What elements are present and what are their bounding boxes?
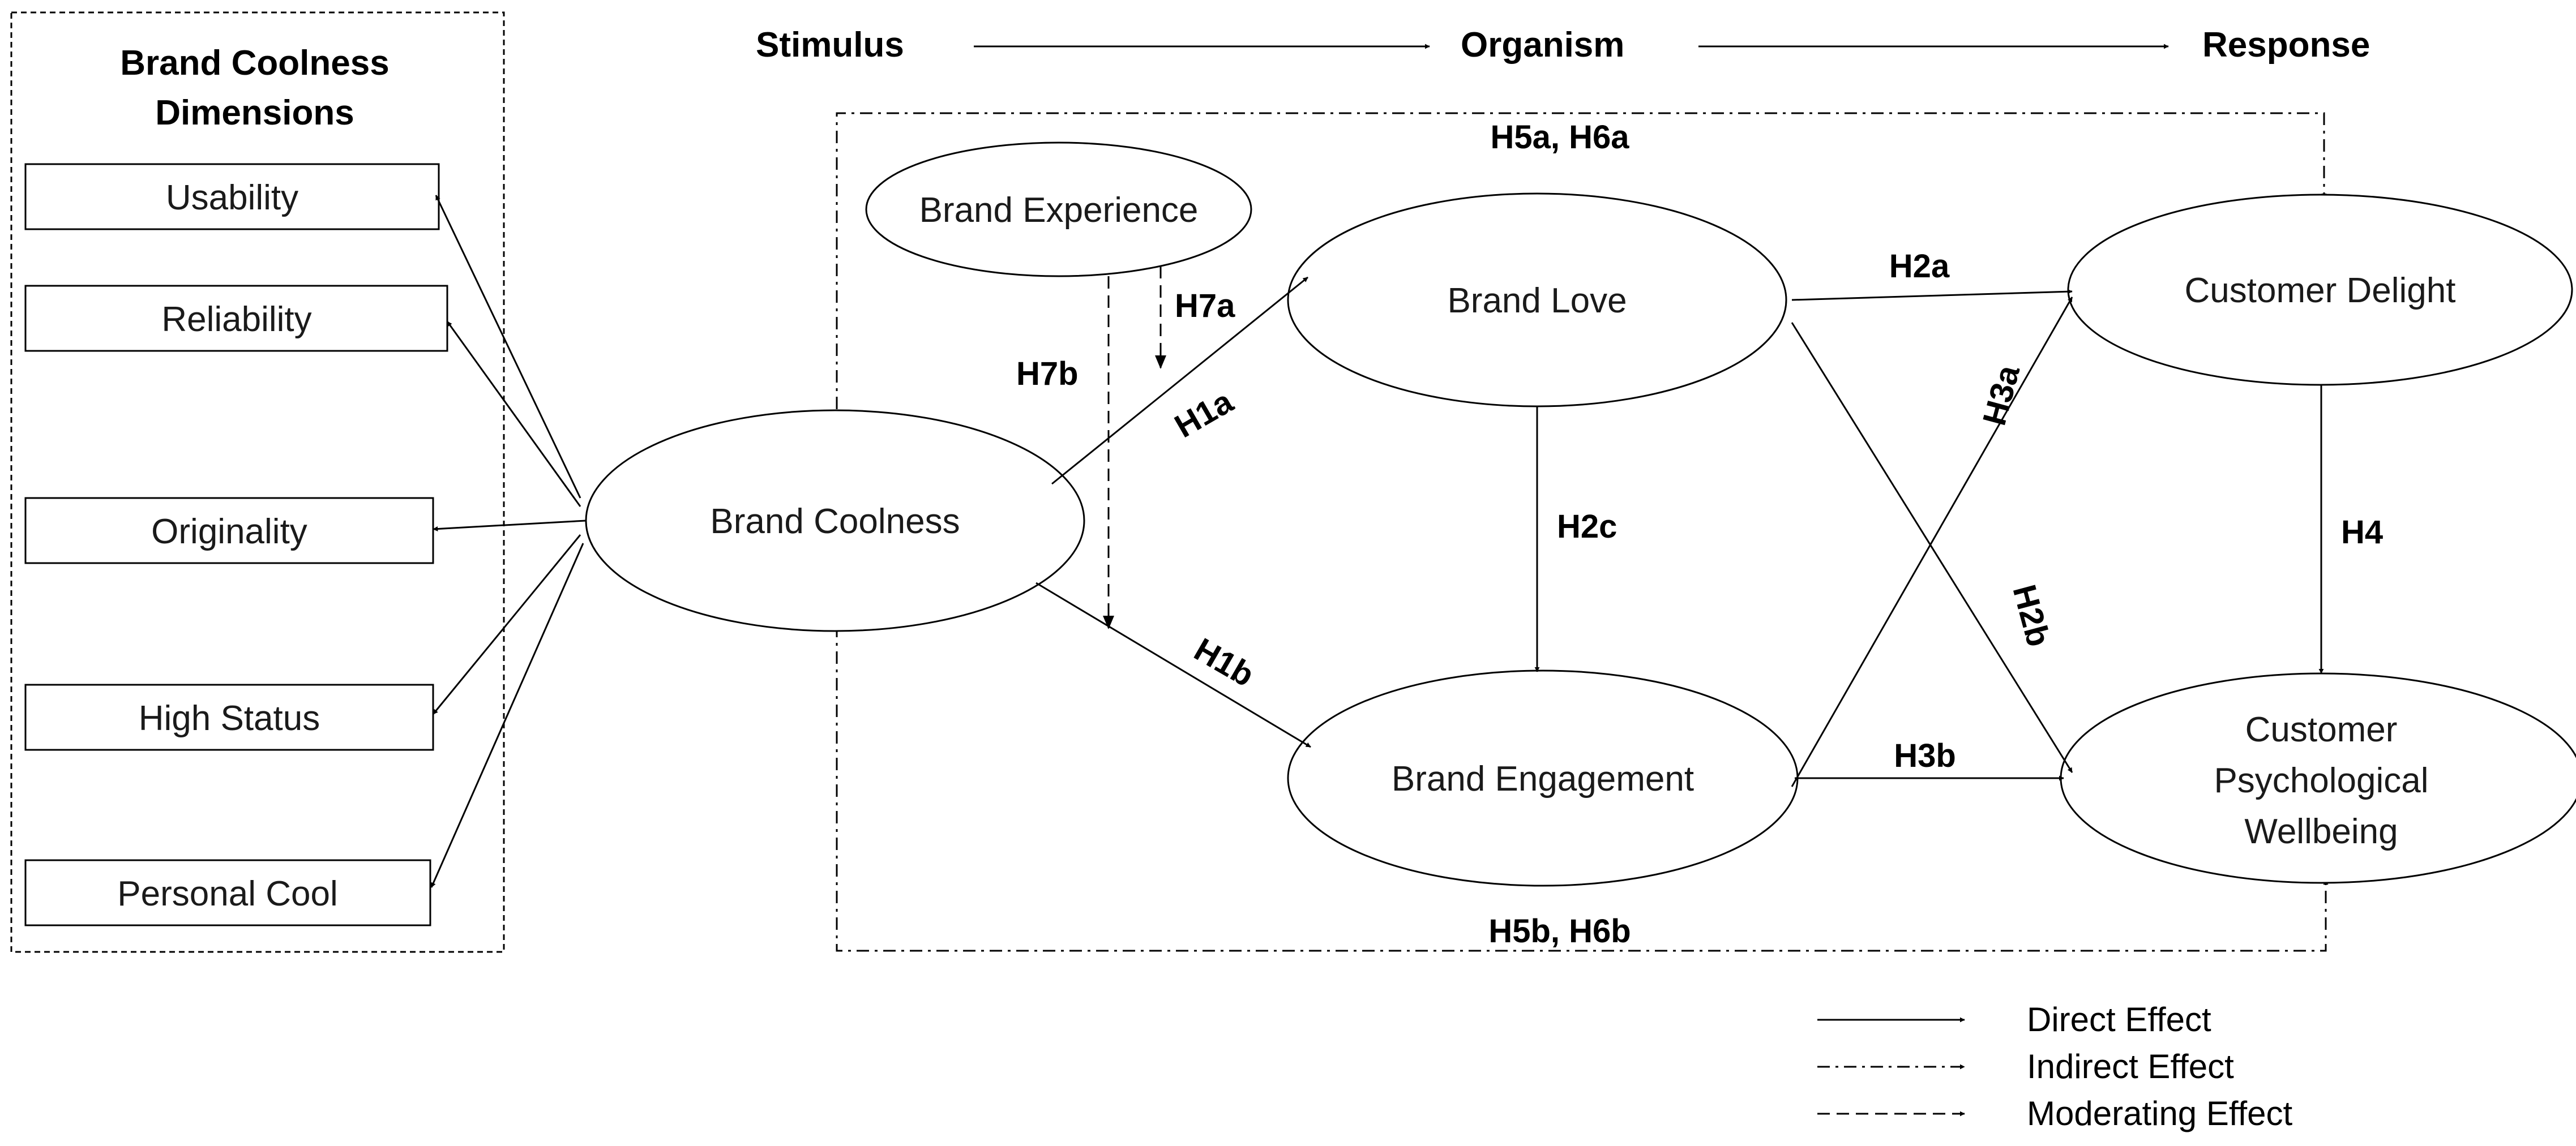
construct-label-brand-engagement: Brand Engagement bbox=[1392, 759, 1694, 799]
dimension-label-high-status: High Status bbox=[139, 699, 320, 738]
dimensions-panel-title-line1: Brand Coolness bbox=[120, 44, 389, 83]
dimension-label-usability: Usability bbox=[166, 178, 298, 217]
sor-stimulus-label: Stimulus bbox=[756, 25, 904, 65]
hypothesis-label-h5b-h6b: H5b, H6b bbox=[1488, 913, 1631, 950]
hypothesis-label-h3a: H3a bbox=[1976, 361, 2027, 429]
arrow-coolness-to-originality bbox=[433, 520, 587, 532]
hypothesis-label-h1b: H1b bbox=[1188, 631, 1260, 694]
construct-label-brand-experience: Brand Experience bbox=[919, 191, 1199, 230]
construct-brand-engagement: Brand Engagement bbox=[1287, 669, 1799, 887]
legend-indirect-label: Indirect Effect bbox=[2027, 1048, 2234, 1085]
hypothesis-label-h2b: H2b bbox=[2005, 581, 2057, 651]
hypothesis-label-h2a: H2a bbox=[1889, 248, 1950, 285]
hypothesis-label-h7b: H7b bbox=[1016, 355, 1079, 392]
dimensions-panel-frame bbox=[10, 11, 505, 953]
arrow-coolness-to-usability bbox=[435, 195, 581, 499]
dimension-box-personal-cool: Personal Cool bbox=[24, 859, 431, 926]
hypothesis-label-h2c: H2c bbox=[1557, 508, 1617, 545]
arrow-coolness-to-reliability bbox=[446, 321, 581, 507]
dimension-box-usability: Usability bbox=[24, 163, 440, 230]
construct-brand-coolness: Brand Coolness bbox=[585, 409, 1085, 632]
sor-organism-label: Organism bbox=[1461, 25, 1624, 65]
arrow-h2b-love-to-wellbeing bbox=[1791, 322, 2073, 773]
legend-moderating-label: Moderating Effect bbox=[2027, 1095, 2292, 1132]
hypothesis-label-h3b: H3b bbox=[1894, 737, 1956, 774]
dimensions-panel-title-line2: Dimensions bbox=[155, 93, 354, 132]
dimension-box-reliability: Reliability bbox=[24, 285, 448, 352]
dimension-label-originality: Originality bbox=[151, 512, 307, 551]
sor-response-label: Response bbox=[2202, 25, 2370, 65]
hypothesis-label-h5a-h6a: H5a, H6a bbox=[1490, 119, 1629, 156]
legend: Direct Effect Indirect Effect Moderating… bbox=[1817, 1001, 2292, 1132]
construct-label-cpw-line3: Wellbeing bbox=[2244, 812, 2398, 851]
construct-customer-psychological-wellbeing: Customer Psychological Wellbeing bbox=[2060, 672, 2576, 884]
arrow-h1a-coolness-to-love bbox=[1051, 276, 1308, 485]
indirect-effect-path-h5a-h6a bbox=[836, 112, 2327, 436]
dimension-label-reliability: Reliability bbox=[161, 300, 311, 339]
dimension-box-originality: Originality bbox=[24, 497, 434, 564]
construct-label-brand-love: Brand Love bbox=[1447, 281, 1627, 320]
construct-label-cpw-line2: Psychological bbox=[2214, 761, 2428, 800]
indirect-effect-path-h5b-h6b bbox=[836, 572, 2329, 952]
arrow-coolness-to-high-status bbox=[432, 534, 581, 715]
construct-customer-delight: Customer Delight bbox=[2067, 194, 2573, 386]
hypothesis-label-h7a: H7a bbox=[1175, 287, 1235, 324]
arrow-h2a-love-to-delight bbox=[1791, 289, 2073, 301]
arrow-h3a-engagement-to-delight bbox=[1791, 297, 2073, 787]
construct-label-cpw-line1: Customer bbox=[2245, 710, 2398, 749]
hypothesis-label-h1a: H1a bbox=[1169, 383, 1239, 445]
arrow-coolness-to-personal-cool bbox=[430, 543, 584, 888]
construct-brand-experience: Brand Experience bbox=[865, 141, 1252, 277]
dimension-label-personal-cool: Personal Cool bbox=[117, 874, 337, 913]
dimension-box-high-status: High Status bbox=[24, 684, 434, 751]
construct-brand-love: Brand Love bbox=[1287, 192, 1787, 407]
legend-direct-label: Direct Effect bbox=[2027, 1001, 2211, 1038]
construct-label-customer-delight: Customer Delight bbox=[2185, 271, 2456, 310]
arrow-h1b-coolness-to-engagement bbox=[1035, 582, 1311, 748]
hypothesis-label-h4: H4 bbox=[2341, 514, 2383, 551]
construct-label-brand-coolness: Brand Coolness bbox=[710, 502, 960, 541]
